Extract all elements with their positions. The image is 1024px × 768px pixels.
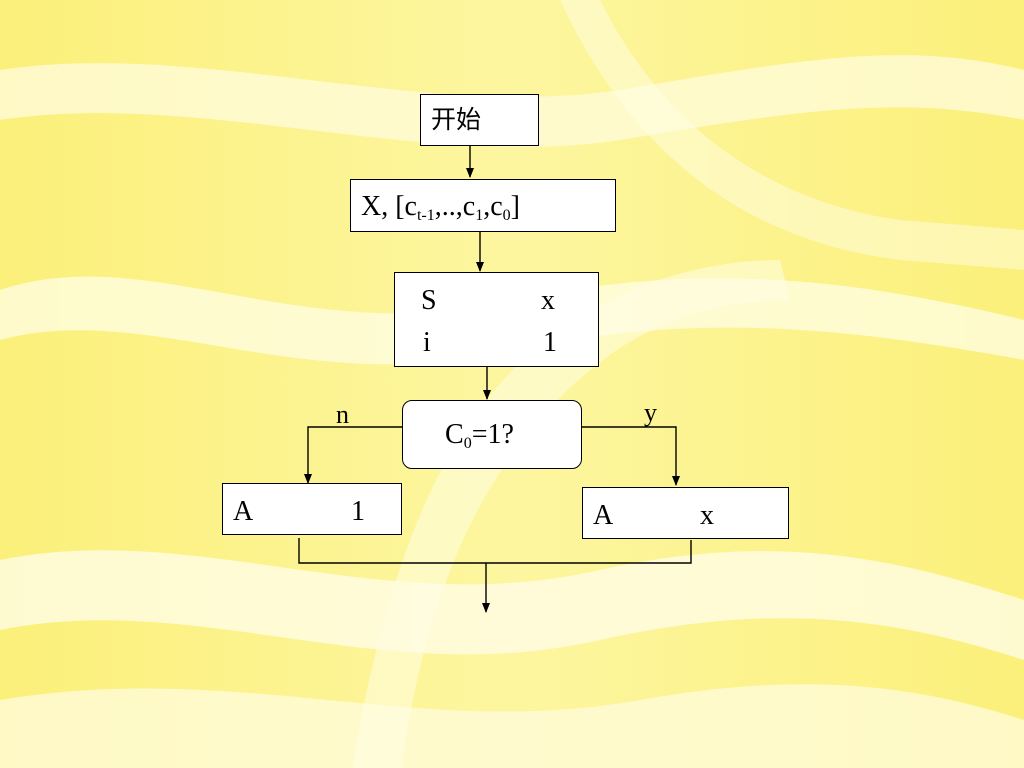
input-text-mid1: ,..,c — [434, 191, 476, 222]
start-label: 开始 — [431, 105, 482, 134]
init-i-label: i — [423, 327, 431, 358]
assign-a-x-left: A — [593, 500, 614, 531]
input-text-lead: X, [c — [361, 191, 417, 222]
decision-node: C0=1? — [402, 400, 582, 469]
input-sub-t1: t-1 — [416, 207, 435, 224]
init-x-label: x — [541, 285, 555, 316]
decision-label: C0=1? — [445, 419, 514, 452]
decision-text-pre: C — [445, 419, 464, 450]
assign-a-1-left: A — [233, 496, 254, 527]
assign-a-1-right: 1 — [351, 496, 365, 527]
merge-line — [298, 538, 692, 564]
input-sub-1: 1 — [475, 207, 484, 224]
no-branch-label: n — [336, 400, 349, 429]
assign-a-1-node: A 1 — [222, 483, 402, 535]
arrow-no-branch — [304, 426, 402, 484]
input-label: X, [ct-1,..,c1,c0] — [361, 191, 520, 224]
init-node: S x i 1 — [394, 272, 599, 367]
arrow-yes-branch — [582, 426, 680, 486]
input-sub-0: 0 — [502, 207, 511, 224]
assign-a-x-node: A x — [582, 487, 789, 539]
input-text-mid2: ,c — [483, 191, 503, 222]
init-s-label: S — [421, 285, 437, 316]
input-text-tail: ] — [510, 191, 520, 222]
yes-branch-label: y — [644, 398, 657, 427]
input-node: X, [ct-1,..,c1,c0] — [350, 179, 616, 232]
start-node: 开始 — [420, 94, 539, 146]
init-1-label: 1 — [543, 327, 557, 358]
assign-a-x-right: x — [700, 500, 714, 531]
decision-text-post: =1? — [471, 419, 514, 450]
decision-sub-0: 0 — [463, 435, 472, 452]
